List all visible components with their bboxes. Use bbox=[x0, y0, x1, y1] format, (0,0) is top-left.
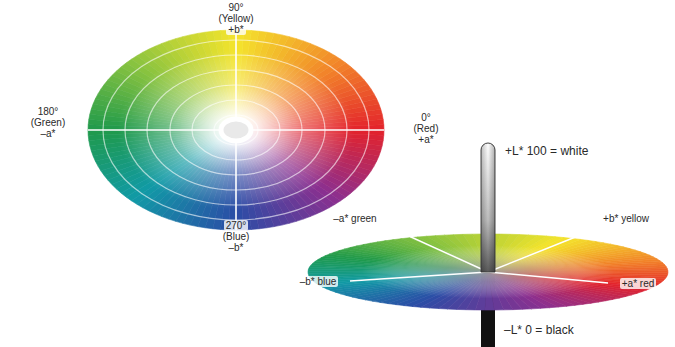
axis-label: +b* bbox=[226, 24, 245, 35]
axis-label: +a* red bbox=[620, 278, 657, 289]
axis-label: 0° bbox=[419, 112, 433, 123]
white-axis bbox=[481, 143, 495, 272]
axis-label: –a* green bbox=[331, 213, 378, 224]
axis-label: (Blue) bbox=[221, 231, 252, 242]
axis-label: 180° bbox=[36, 106, 61, 117]
axis-label: –L* 0 = black bbox=[502, 324, 576, 337]
axis-label: (Red) bbox=[411, 123, 440, 134]
axis-label: (Yellow) bbox=[216, 13, 255, 24]
axis-label: (Green) bbox=[29, 117, 67, 128]
wheel-grid bbox=[88, 30, 384, 230]
axis-label: +b* yellow bbox=[601, 213, 651, 224]
axis-label: +a* bbox=[416, 134, 435, 145]
axis-label: +L* 100 = white bbox=[503, 145, 590, 158]
axis-label: –b* blue bbox=[298, 276, 339, 287]
axis-label: –b* bbox=[226, 242, 245, 253]
axis-label: 270° bbox=[224, 220, 249, 231]
axis-label: 90° bbox=[226, 2, 245, 13]
hue-wheel bbox=[88, 30, 384, 230]
axis-label: –a* bbox=[38, 128, 57, 139]
